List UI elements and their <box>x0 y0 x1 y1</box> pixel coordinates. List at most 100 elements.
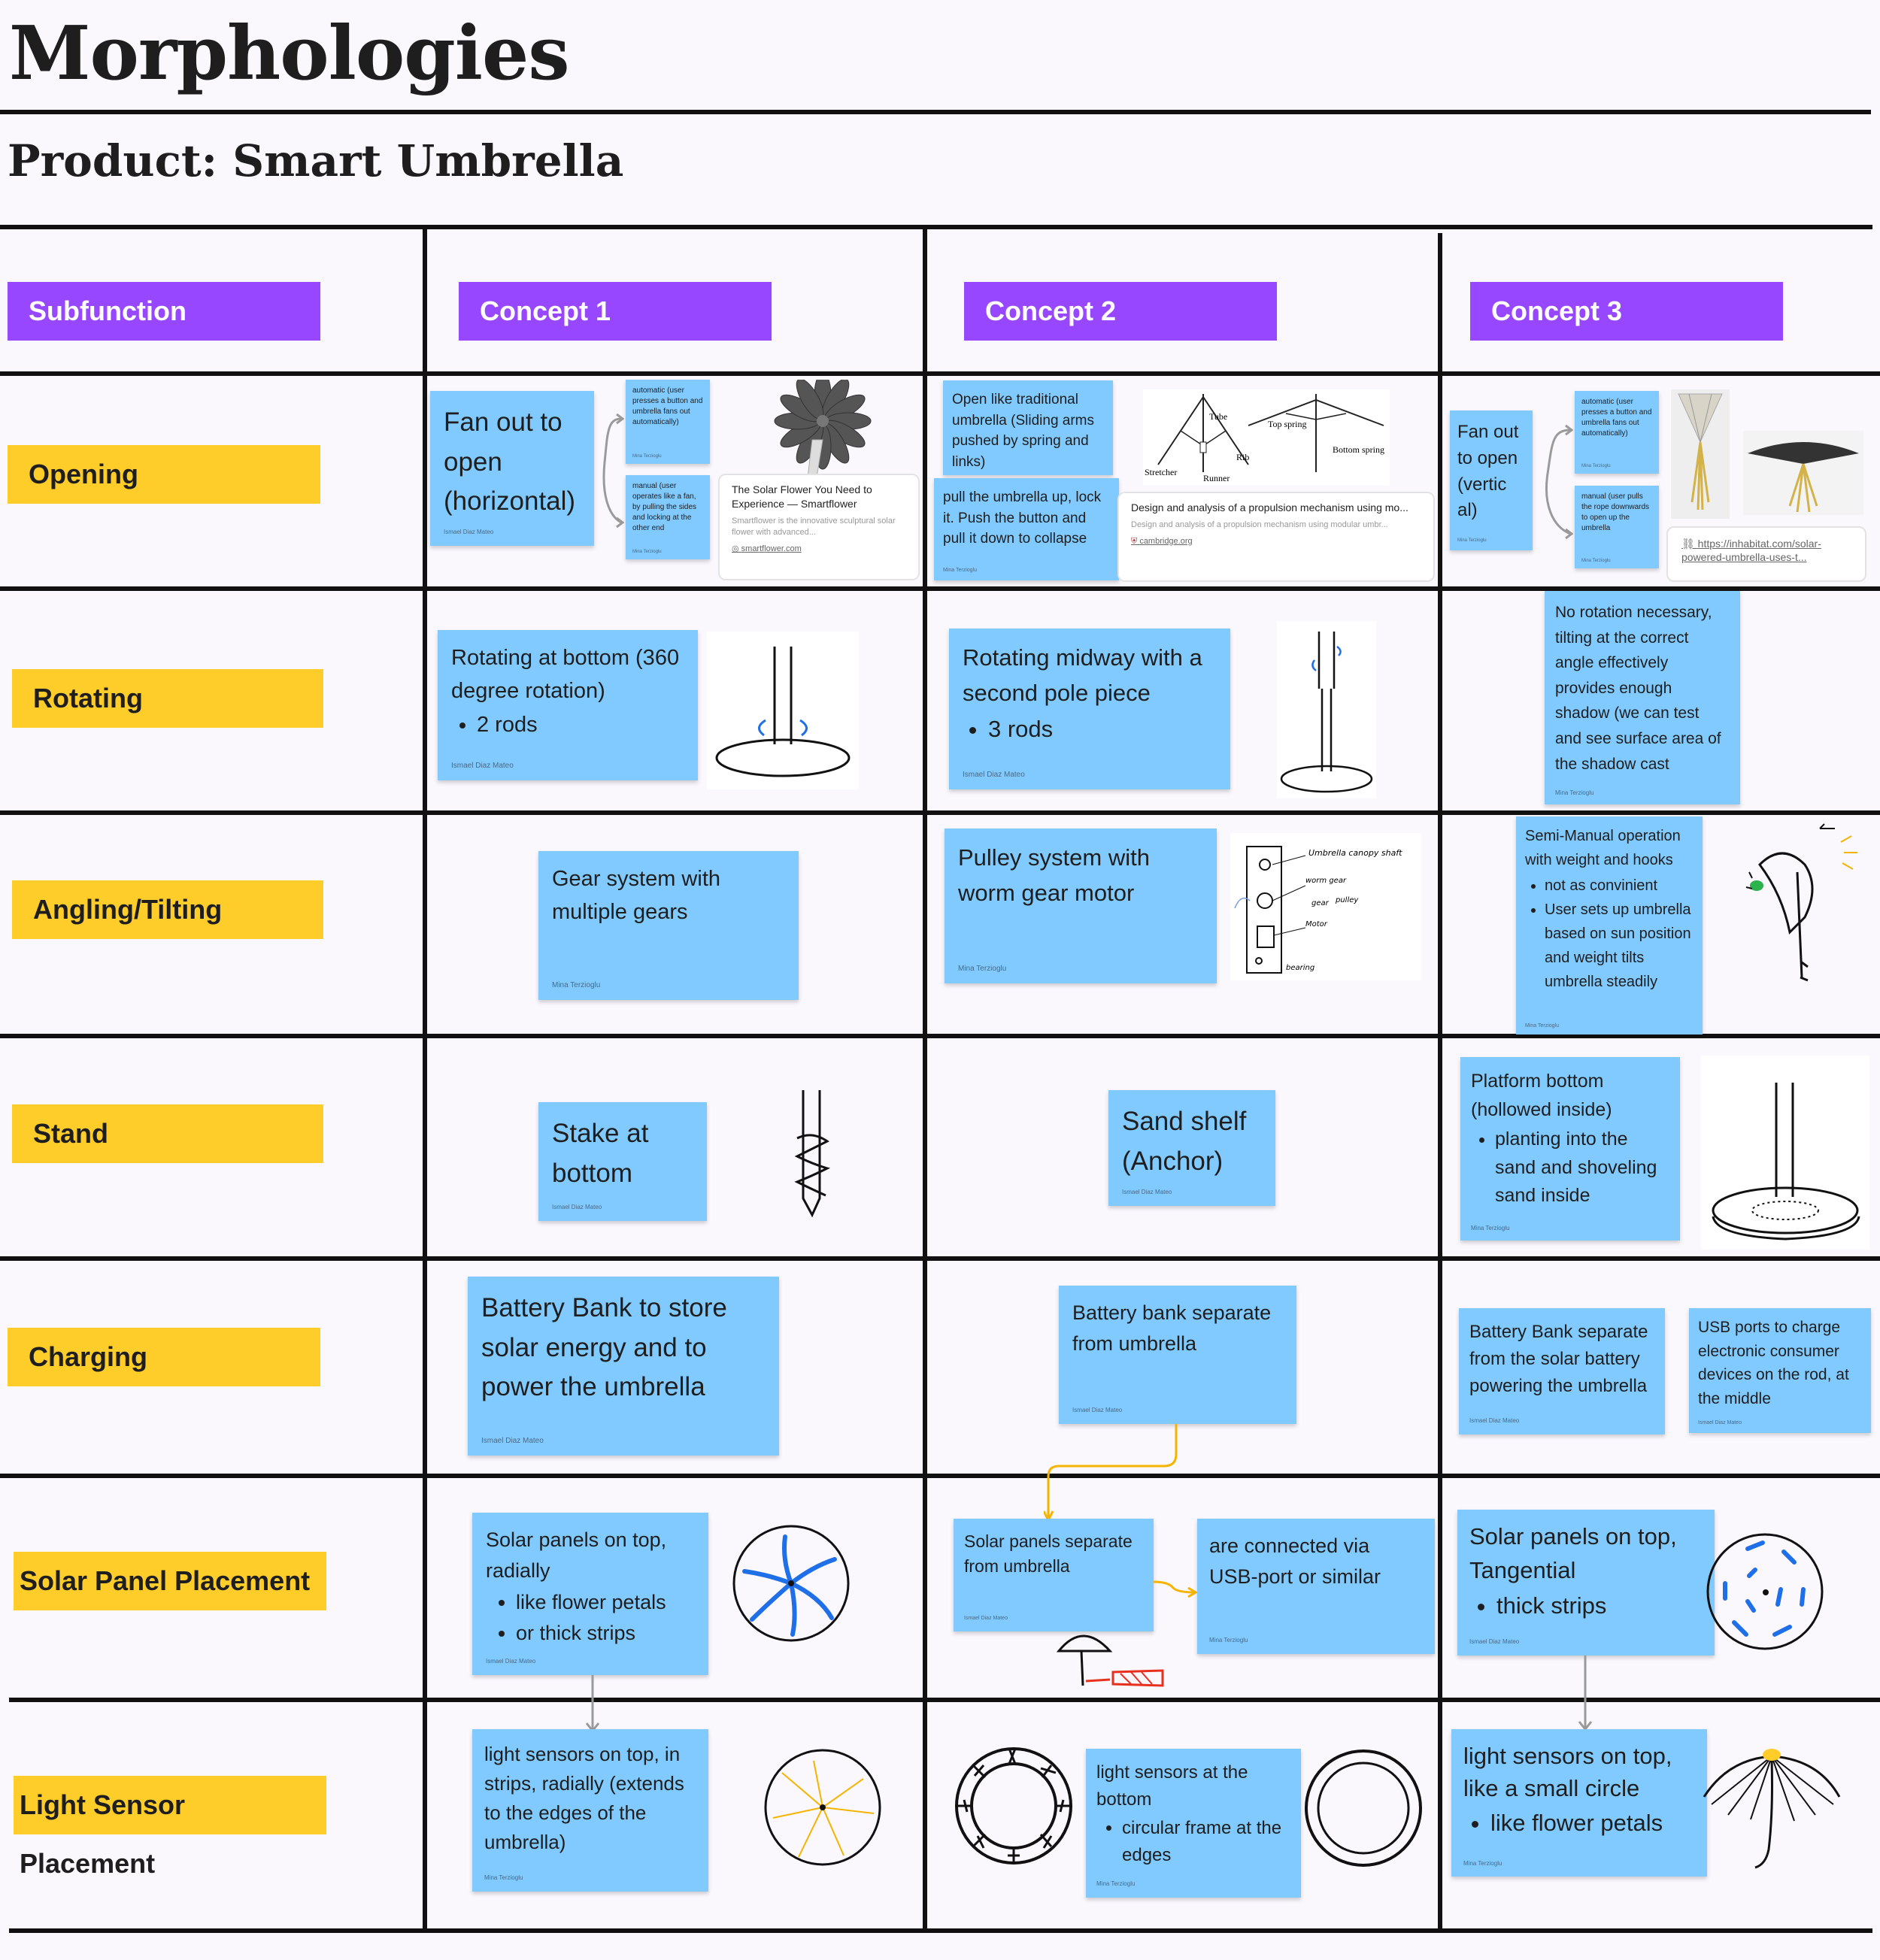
link-url[interactable]: ⛨ cambridge.org <box>1131 537 1421 547</box>
page-subtitle: Product: Smart Umbrella <box>8 135 624 186</box>
sticky-angling-c1[interactable]: Gear system with multiple gears Mina Ter… <box>538 851 799 1000</box>
sticky-author: Ismael Diaz Mateo <box>552 1204 602 1210</box>
sticky-author: Ismael Diaz Mateo <box>1122 1189 1172 1195</box>
sticky-text: manual (user operates like a fan, by pul… <box>632 482 697 532</box>
link-url[interactable]: ⛓ https://inhabitat.com/solar-powered-um… <box>1681 537 1851 564</box>
sticky-text: pull the umbrella up, lock it. Push the … <box>943 489 1102 547</box>
sketch-label-canopy: Umbrella canopy shaft <box>1308 848 1402 858</box>
sticky-stand-c1[interactable]: Stake at bottom Ismael Diaz Mateo <box>538 1102 707 1221</box>
header-subfunction[interactable]: Subfunction <box>8 282 320 341</box>
label-bottom-spring: Bottom spring <box>1333 444 1384 455</box>
grid-line-bottom <box>9 1928 1872 1933</box>
sticky-solar-c1[interactable]: Solar panels on top, radially like flowe… <box>472 1513 708 1675</box>
sticky-rotating-c2[interactable]: Rotating midway with a second pole piece… <box>949 629 1230 789</box>
sticky-text: Solar panels separate from umbrella <box>964 1531 1133 1577</box>
sticky-author: Mina Terzioglu <box>1581 463 1611 468</box>
brace-connector-c1 <box>602 413 624 529</box>
sticky-author: Mina Terzioglu <box>1525 1022 1560 1028</box>
sticky-bullet: 3 rods <box>988 712 1217 747</box>
sticky-charging-c3-battery[interactable]: Battery Bank separate from the solar bat… <box>1459 1308 1665 1434</box>
link-card-smartflower[interactable]: The Solar Flower You Need to Experience … <box>718 474 920 580</box>
link-url[interactable]: ◎ smartflower.com <box>732 544 906 553</box>
sticky-solar-c3[interactable]: Solar panels on top, Tangential thick st… <box>1457 1510 1715 1656</box>
sticky-opening-c3-main[interactable]: Fan out to open (vertic al) Mina Terziog… <box>1450 410 1533 550</box>
row-label-solar[interactable]: Solar Panel Placement <box>14 1552 326 1610</box>
sticky-light-c2[interactable]: light sensors at the bottom circular fra… <box>1086 1749 1301 1898</box>
sticky-angling-c2[interactable]: Pulley system with worm gear motor Mina … <box>945 829 1217 983</box>
link-description: Smartflower is the innovative sculptural… <box>732 516 896 537</box>
sticky-stand-c2[interactable]: Sand shelf (Anchor) Ismael Diaz Mateo <box>1108 1090 1275 1206</box>
grid-line-row-solar <box>9 1698 1880 1702</box>
sticky-author: Ismael Diaz Mateo <box>1469 1638 1520 1646</box>
platform-bottom-sketch <box>1701 1056 1869 1250</box>
sticky-charging-c1[interactable]: Battery Bank to store solar energy and t… <box>468 1277 779 1456</box>
row-label-angling[interactable]: Angling/Tilting <box>12 880 323 939</box>
grid-line-row-charging <box>0 1474 1880 1478</box>
header-concept-2[interactable]: Concept 2 <box>964 282 1277 341</box>
sticky-light-c3[interactable]: light sensors on top, like a small circl… <box>1451 1729 1707 1877</box>
sticky-author: Ismael Diaz Mateo <box>444 529 494 535</box>
row-label-charging[interactable]: Charging <box>8 1328 320 1386</box>
vertical-fan-umbrella-image-2 <box>1743 431 1863 515</box>
sticky-author: Ismael Diaz Mateo <box>964 1615 1008 1621</box>
sticky-rotating-c3[interactable]: No rotation necessary, tilting at the co… <box>1545 591 1740 804</box>
sticky-text: manual (user pulls the rope downwards to… <box>1581 492 1650 532</box>
grid-line-title <box>0 110 1871 114</box>
sticky-angling-c3[interactable]: Semi-Manual operation with weight and ho… <box>1516 816 1703 1035</box>
sticky-author: Mina Terzioglu <box>1209 1637 1248 1643</box>
sticky-bullet: User sets up umbrella based on sun posit… <box>1545 898 1694 994</box>
connector-arrow-charging-to-solar <box>1044 1424 1178 1523</box>
sticky-author: Ismael Diaz Mateo <box>486 1658 536 1665</box>
sticky-charging-c3-usb[interactable]: USB ports to charge electronic consumer … <box>1689 1308 1871 1433</box>
sticky-opening-c1-manual[interactable]: manual (user operates like a fan, by pul… <box>626 475 710 559</box>
sticky-text: No rotation necessary, tilting at the co… <box>1555 604 1721 773</box>
link-url-text: cambridge.org <box>1139 536 1193 546</box>
vertical-fan-umbrella-image <box>1671 389 1730 519</box>
sticky-text: automatic (user presses a button and umb… <box>1581 398 1652 438</box>
sticky-author: Mina Terzioglu <box>1096 1880 1136 1887</box>
link-title: Design and analysis of a propulsion mech… <box>1131 501 1408 513</box>
sticky-solar-c2-usb[interactable]: are connected via USB-port or similar Mi… <box>1197 1519 1435 1654</box>
sticky-text: automatic (user presses a button and umb… <box>632 386 703 426</box>
row-label-rotating[interactable]: Rotating <box>12 669 323 728</box>
sticky-text: Fan out to open (vertic al) <box>1457 422 1519 521</box>
sticky-opening-c2-pull[interactable]: pull the umbrella up, lock it. Push the … <box>934 478 1119 580</box>
sticky-bullet: not as convinient <box>1545 874 1694 898</box>
smartflower-image <box>774 380 872 483</box>
row-label-light[interactable]: Light Sensor Placement <box>14 1776 326 1879</box>
sticky-stand-c3[interactable]: Platform bottom (hollowed inside) planti… <box>1460 1057 1680 1241</box>
sticky-author: Ismael Diaz Mateo <box>963 771 1025 779</box>
sticky-solar-c2-separate[interactable]: Solar panels separate from umbrella Isma… <box>954 1519 1154 1631</box>
header-concept-1[interactable]: Concept 1 <box>459 282 772 341</box>
sticky-opening-c2-open[interactable]: Open like traditional umbrella (Sliding … <box>943 380 1113 475</box>
rotating-bottom-sketch <box>707 632 859 789</box>
sticky-opening-c1-main[interactable]: Fan out to open (horizontal) Ismael Diaz… <box>430 391 594 546</box>
sketch-label-bearing: bearing <box>1286 964 1314 972</box>
sticky-author: Mina Terzioglu <box>1463 1859 1502 1867</box>
connector-arrow-solar-c2 <box>1154 1580 1198 1598</box>
mushroom-panel-sketch <box>1056 1634 1164 1687</box>
sticky-text: light sensors at the bottom <box>1096 1762 1248 1810</box>
sticky-text: light sensors on top, in strips, radiall… <box>484 1743 684 1853</box>
sticky-bullet: like flower petals <box>516 1587 695 1618</box>
sticky-text: Rotating midway with a second pole piece <box>963 644 1202 706</box>
sticky-opening-c3-manual[interactable]: manual (user pulls the rope downwards to… <box>1575 486 1659 568</box>
connector-arrow-solar-to-light-c3 <box>1578 1656 1593 1731</box>
row-label-opening[interactable]: Opening <box>8 445 320 504</box>
sticky-author: Ismael Diaz Mateo <box>1469 1417 1520 1424</box>
grid-line-row-opening <box>0 586 1880 591</box>
sticky-charging-c2[interactable]: Battery bank separate from umbrella Isma… <box>1059 1286 1296 1424</box>
sticky-text: Stake at bottom <box>552 1119 649 1188</box>
link-card-inhabitat[interactable]: ⛓ https://inhabitat.com/solar-powered-um… <box>1666 526 1866 582</box>
sticky-rotating-c1[interactable]: Rotating at bottom (360 degree rotation)… <box>438 630 698 780</box>
link-card-cambridge[interactable]: Design and analysis of a propulsion mech… <box>1117 492 1435 582</box>
row-label-stand[interactable]: Stand <box>12 1104 323 1163</box>
brace-connector-c3 <box>1545 424 1573 540</box>
sticky-opening-c1-auto[interactable]: automatic (user presses a button and umb… <box>626 380 710 464</box>
header-concept-3[interactable]: Concept 3 <box>1470 282 1783 341</box>
sticky-opening-c3-auto[interactable]: automatic (user presses a button and umb… <box>1575 391 1659 474</box>
sticky-author: Mina Terzioglu <box>1555 789 1594 797</box>
sticky-author: Mina Terzioglu <box>632 453 662 459</box>
grid-line-header-bottom <box>0 371 1880 376</box>
sticky-light-c1[interactable]: light sensors on top, in strips, radiall… <box>472 1729 708 1892</box>
